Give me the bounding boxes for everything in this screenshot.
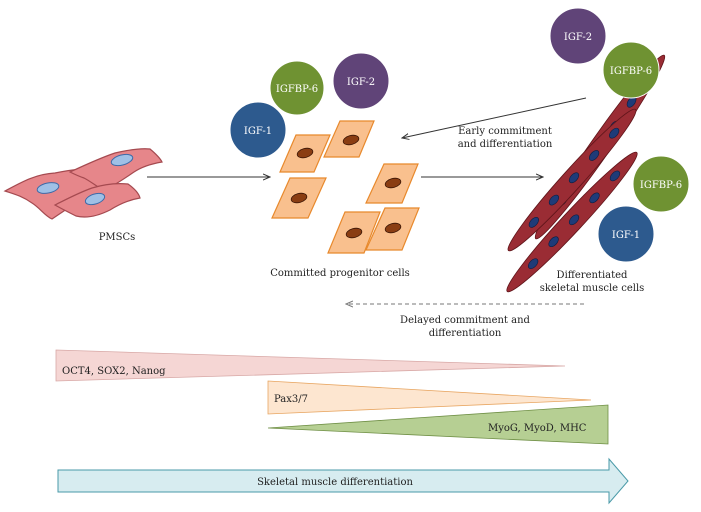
progenitor-cell-group (271, 120, 420, 254)
pmsc-cell (68, 148, 163, 191)
igf1-circle-muscle: IGF-1 (597, 205, 655, 263)
pluripotency-wedge: OCT4, SOX2, Nanog (55, 349, 566, 382)
igf2-circle-progenitor: IGF-2 (332, 52, 390, 110)
progenitor-cell (323, 120, 375, 158)
early-commitment-arrow (402, 97, 587, 138)
myogenic-wedge: MyoG, MyoD, MHC (267, 404, 609, 445)
muscle-fiber (507, 108, 637, 252)
delayed-commitment-label-2: differentiation (429, 328, 502, 339)
igfbp6-label: IGFBP-6 (610, 66, 652, 77)
muscle-fiber (506, 151, 638, 293)
igf2-circle-muscle: IGF-2 (549, 7, 607, 65)
pax-wedge: Pax3/7 (267, 380, 592, 415)
igf2-label: IGF-2 (347, 77, 375, 88)
igf2-label: IGF-2 (564, 32, 592, 43)
pluripotency-markers-label: OCT4, SOX2, Nanog (62, 366, 166, 377)
progenitor-cell (327, 211, 381, 254)
pmsc-cell (3, 168, 113, 220)
early-commitment-label-2: and differentiation (458, 139, 553, 150)
pmsc-label: PMSCs (99, 232, 136, 243)
igfbp6-label: IGFBP-6 (276, 84, 318, 95)
igf1-label: IGF-1 (244, 126, 272, 137)
igfbp6-label: IGFBP-6 (640, 180, 682, 191)
progenitor-cell (365, 207, 420, 251)
igf1-circle-progenitor: IGF-1 (229, 101, 287, 159)
delayed-commitment-label-1: Delayed commitment and (400, 315, 530, 326)
pmsc-cell (53, 183, 141, 218)
progenitor-label: Committed progenitor cells (270, 268, 410, 279)
muscle-label-1: Differentiated (557, 270, 628, 281)
igfbp6-circle-muscle-bottom: IGFBP-6 (632, 155, 690, 213)
progress-arrow-label: Skeletal muscle differentiation (257, 477, 413, 488)
progenitor-cell (279, 134, 331, 173)
muscle-label-2: skeletal muscle cells (540, 283, 645, 294)
pax-markers-label: Pax3/7 (274, 394, 308, 405)
myogenic-markers-label: MyoG, MyoD, MHC (488, 423, 587, 434)
progenitor-cell (365, 163, 419, 204)
differentiation-progress-arrow: Skeletal muscle differentiation (57, 457, 629, 505)
igfbp6-circle-muscle-top: IGFBP-6 (602, 41, 660, 99)
progenitor-cell (271, 177, 327, 219)
igf1-label: IGF-1 (612, 230, 640, 241)
muscle-fiber-group (506, 54, 666, 293)
igfbp6-circle-progenitor: IGFBP-6 (269, 60, 325, 116)
early-commitment-label-1: Early commitment (458, 126, 552, 137)
pmsc-cell-group (3, 148, 163, 220)
